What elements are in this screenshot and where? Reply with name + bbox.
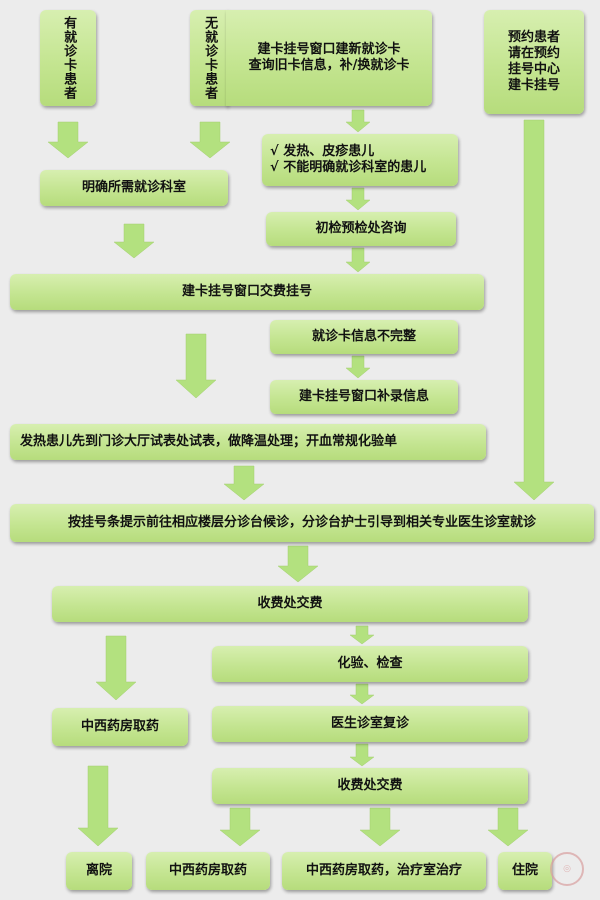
arrow-fever-down (345, 187, 371, 211)
node-pay-register: 建卡挂号窗口交费挂号 (10, 274, 484, 310)
node-fever: √ 发热、皮疹患儿 √ 不能明确就诊科室的患儿 (262, 134, 458, 186)
arrow-revisit-down (349, 743, 375, 767)
node-cashier-pay: 收费处交费 (52, 586, 528, 622)
watermark-seal-icon: ◎ (550, 852, 584, 886)
arrow-triage-down (345, 247, 371, 273)
arrow-follow-down (277, 545, 319, 583)
node-admit: 住院 (498, 852, 552, 890)
build-card-line-1: 建卡挂号窗口建新就诊卡 (257, 41, 401, 57)
node-pharmacy-left: 中西药房取药 (52, 708, 188, 746)
arrow-cashier-down (349, 625, 375, 645)
node-admit-label: 住院 (511, 862, 538, 878)
node-cashier-pay-2-label: 收费处交费 (337, 777, 403, 793)
node-pay-register-label: 建卡挂号窗口交费挂号 (181, 283, 312, 299)
node-pharmacy-treatment-label: 中西药房取药，治疗室治疗 (305, 862, 462, 878)
arrow-has-card-down (47, 121, 89, 159)
appointment-line-4: 建卡挂号 (507, 78, 560, 94)
node-build-card: 建卡挂号窗口建新就诊卡 查询旧卡信息，补/换就诊卡 (226, 10, 432, 106)
node-appointment: 预约患者 请在预约 挂号中心 建卡挂号 (484, 10, 584, 114)
arrow-clarify-down (113, 223, 155, 259)
arrow-appointment-down (513, 119, 555, 501)
node-triage-consult: 初检预检处咨询 (266, 212, 456, 246)
node-no-card-label: 无就诊卡患者 (202, 16, 218, 100)
arrow-lab-down (349, 683, 375, 705)
node-lab-exam-label: 化验、检查 (337, 655, 403, 671)
arrow-to-pharmacy-treatment (359, 807, 401, 847)
node-fever-first-label: 发热患儿先到门诊大厅试表处试表，做降温处理；开血常规化验单 (20, 433, 398, 449)
node-pharmacy-bottom-label: 中西药房取药 (168, 862, 247, 878)
node-card-incomplete: 就诊卡信息不完整 (270, 320, 458, 354)
node-clarify-dept-label: 明确所需就诊科室 (81, 179, 186, 195)
node-pharmacy-bottom: 中西药房取药 (146, 852, 270, 890)
arrow-cashier-left-down (95, 635, 137, 701)
node-revisit-label: 医生诊室复诊 (330, 715, 409, 731)
arrow-build-card-down (345, 109, 371, 133)
node-cashier-pay-2: 收费处交费 (212, 768, 528, 804)
node-follow-slip-label: 按挂号条提示前往相应楼层分诊台候诊，分诊台护士引导到相关专业医生诊室就诊 (67, 514, 536, 530)
node-has-card: 有就诊卡患者 (40, 10, 96, 106)
node-leave: 离院 (66, 852, 132, 890)
fever-line-2: √ 不能明确就诊科室的患儿 (270, 160, 427, 175)
node-supplement-info: 建卡挂号窗口补录信息 (270, 380, 458, 414)
node-card-incomplete-label: 就诊卡信息不完整 (311, 328, 416, 344)
arrow-incomplete-down (345, 355, 371, 379)
node-fever-first: 发热患儿先到门诊大厅试表处试表，做降温处理；开血常规化验单 (10, 424, 486, 460)
node-cashier-pay-label: 收费处交费 (257, 595, 323, 611)
node-no-card: 无就诊卡患者 (190, 10, 228, 106)
build-card-line-2: 查询旧卡信息，补/换就诊卡 (248, 58, 410, 73)
arrow-to-pharmacy-bottom (219, 807, 261, 847)
arrow-to-admit (487, 807, 529, 847)
node-lab-exam: 化验、检查 (212, 646, 528, 682)
fever-line-1: √ 发热、皮疹患儿 (270, 143, 375, 159)
node-clarify-dept: 明确所需就诊科室 (40, 170, 228, 206)
arrow-fever-first-down (223, 465, 265, 501)
node-leave-label: 离院 (85, 862, 112, 878)
appointment-line-3: 挂号中心 (507, 62, 560, 77)
appointment-line-2: 请在预约 (507, 45, 560, 61)
arrow-register-down (175, 333, 217, 399)
node-pharmacy-left-label: 中西药房取药 (80, 718, 159, 734)
node-supplement-info-label: 建卡挂号窗口补录信息 (298, 388, 429, 404)
node-follow-slip: 按挂号条提示前往相应楼层分诊台候诊，分诊台护士引导到相关专业医生诊室就诊 (10, 504, 594, 542)
node-pharmacy-treatment: 中西药房取药，治疗室治疗 (282, 852, 486, 890)
node-triage-consult-label: 初检预检处咨询 (315, 220, 407, 236)
appointment-line-1: 预约患者 (507, 29, 560, 45)
node-revisit: 医生诊室复诊 (212, 706, 528, 742)
node-has-card-label: 有就诊卡患者 (61, 16, 77, 100)
arrow-no-card-down (189, 121, 231, 159)
arrow-pharmacy-left-down (77, 765, 119, 847)
